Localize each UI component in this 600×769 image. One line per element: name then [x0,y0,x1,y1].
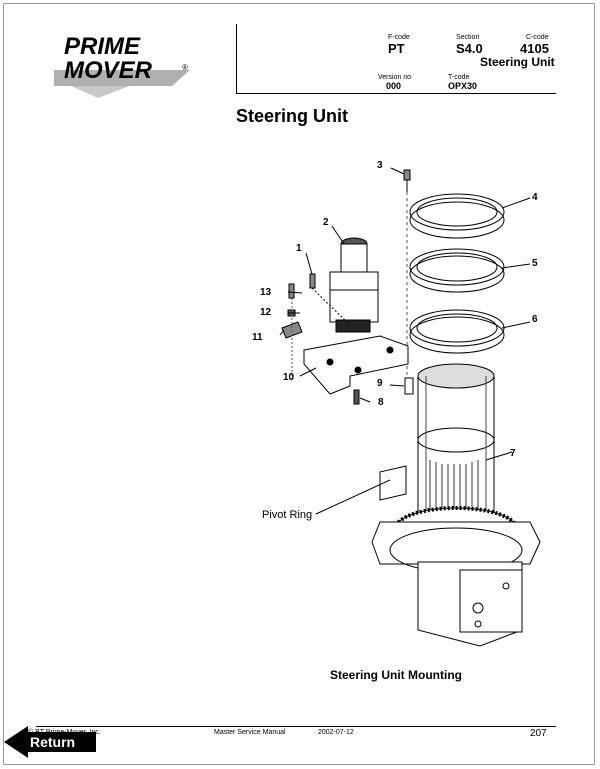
logo-reg: ® [182,63,188,72]
logo-line1: PRIME [64,33,141,60]
callout-5: 5 [532,258,538,269]
header-divider [236,24,237,94]
callout-1: 1 [296,243,302,254]
page-number: 207 [530,728,547,739]
callout-8: 8 [378,397,384,408]
callout-9: 9 [377,378,383,389]
version-label: Version no [378,74,412,81]
return-arrow-icon [4,726,96,758]
footer-date: 2002-07-12 [318,729,354,736]
ccode-label: C-code [526,34,549,41]
prime-mover-logo: PRIME MOVER ® [54,33,190,98]
callout-7: 7 [510,448,516,459]
callout-2: 2 [323,217,329,228]
ccode-value: 4105 [520,41,549,56]
header-rule [236,93,556,94]
callout-11: 11 [252,332,263,343]
tcode-value: OPX30 [448,81,478,91]
callout-12: 12 [260,307,272,318]
tcode-label: T-code [448,74,470,81]
callout-10: 10 [283,372,295,383]
version-value: 000 [386,81,402,91]
fcode-value: PT [388,41,405,56]
callout-6: 6 [532,314,538,325]
footer-manual: Master Service Manual [214,729,286,736]
pivot-ring-label: Pivot Ring [262,509,313,521]
callout-4: 4 [532,192,538,203]
callout-13: 13 [260,287,272,298]
logo-line2: MOVER [64,57,153,84]
fcode-label: F-code [388,34,410,41]
return-label: Return [30,734,76,750]
footer-rule [36,726,556,727]
callout-3: 3 [377,160,383,171]
section-value: S4.0 [456,41,483,56]
subject-title: Steering Unit [480,55,555,69]
section-label: Section [456,34,480,41]
page-title: Steering Unit [236,106,349,126]
return-button[interactable]: Return [4,726,96,758]
steering-unit-diagram [279,167,541,647]
figure-caption: Steering Unit Mounting [330,668,462,682]
page-frame [3,3,595,765]
